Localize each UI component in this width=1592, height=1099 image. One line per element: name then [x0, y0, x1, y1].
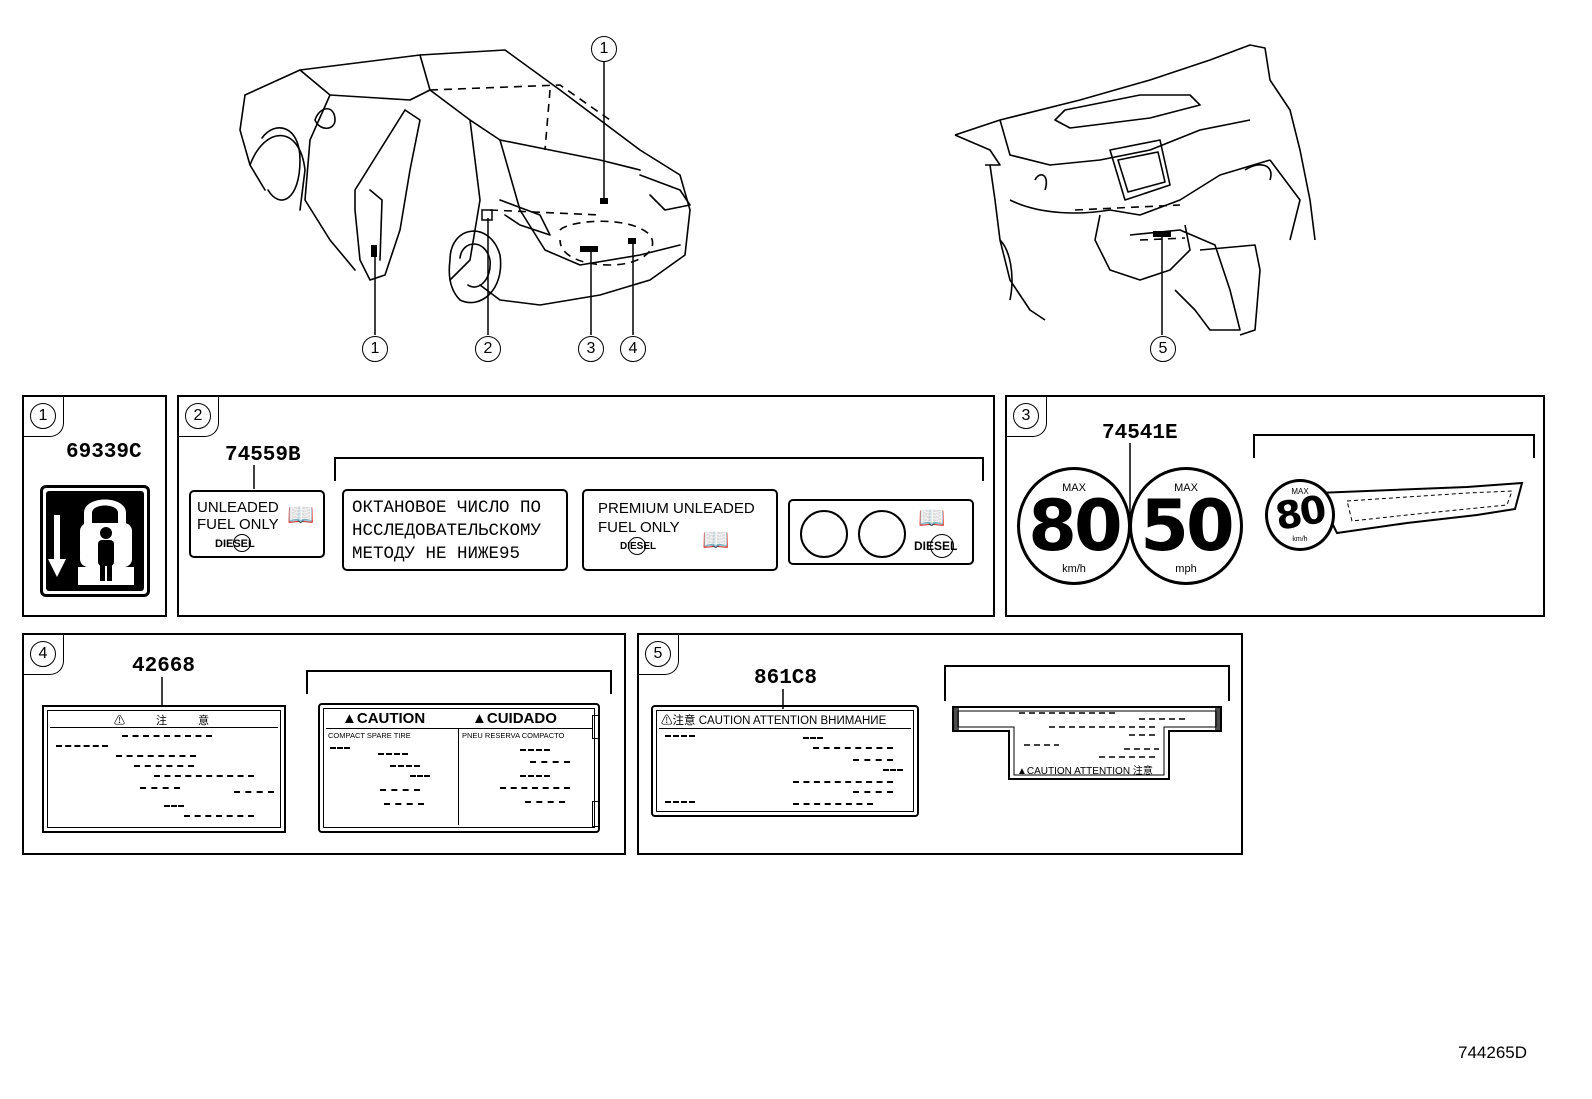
- sign-max-text: MAX: [1291, 487, 1309, 496]
- tray-caution-text: ▲CAUTION ATTENTION 注意: [1017, 766, 1153, 777]
- sign-unit-text: mph: [1175, 563, 1197, 575]
- diesel-prohibited-icon: [233, 534, 251, 552]
- panel-2: 2 74559B UNLEADED FUEL ONLY 📖 DIESEL ОКТ…: [177, 395, 995, 617]
- sign-unit-text: km/h: [1062, 563, 1086, 575]
- panel-2-bracket: [334, 457, 984, 481]
- sign-speed-value: 80: [1028, 485, 1122, 567]
- book-icon: 📖: [918, 505, 946, 530]
- panel-3-bracket: [1253, 434, 1535, 458]
- jp-header: ⚠ 注 意: [114, 715, 224, 727]
- fuel-label-unleaded: UNLEADED FUEL ONLY 📖 DIESEL: [189, 490, 325, 558]
- speed-sign-kmh: MAX 80 km/h: [1017, 467, 1131, 585]
- callout-5: 5: [1150, 336, 1176, 362]
- callout-4: 4: [620, 336, 646, 362]
- label-line-1: UNLEADED: [197, 499, 279, 516]
- fuel-label-premium: PREMIUM UNLEADED FUEL ONLY 📖 DIESEL: [582, 489, 778, 571]
- panel-2-leader: [253, 465, 255, 489]
- callout-2: 2: [475, 336, 501, 362]
- panel-5-tab: [639, 635, 679, 675]
- panel-2-number: 2: [185, 403, 211, 429]
- spare-tire-en: COMPACT SPARE TIRE: [328, 731, 411, 740]
- panel-3-part-number: 74541E: [1102, 422, 1178, 445]
- panel-3: 3 74541E MAX 80 km/h MAX 50 mph MAX 80 k…: [1005, 395, 1545, 617]
- panel-3-leader: [1129, 443, 1131, 519]
- label-line-2: FUEL ONLY: [197, 516, 279, 533]
- premium-line-1: PREMIUM UNLEADED: [598, 500, 755, 517]
- speed-sticker-strip: [1315, 481, 1524, 535]
- fuel-label-russian: ОКТАНОВОЕ ЧИСЛО ПО НССЛЕДОВАТЕЛЬСКОМУ МЕ…: [342, 489, 568, 571]
- fuel-label-blank: 📖 DIESEL: [788, 499, 974, 565]
- caution-label-english-spanish: ▲CAUTION ▲CUIDADO COMPACT SPARE TIRE PNE…: [318, 703, 600, 833]
- russian-line-1: ОКТАНОВОЕ ЧИСЛО ПО: [352, 498, 542, 518]
- warning-triangle-icon: ▲: [342, 710, 357, 727]
- panel-4-tab: [24, 635, 64, 675]
- child-lock-label: [40, 485, 150, 597]
- diesel-prohibited-icon: [628, 537, 646, 555]
- panel-5-part-number: 861C8: [754, 667, 818, 690]
- caution-label-tray: [952, 706, 1222, 780]
- book-icon: 📖: [287, 502, 315, 527]
- speed-sign-small: MAX 80 km/h: [1265, 479, 1335, 551]
- russian-octane: 95: [499, 544, 521, 564]
- diesel-prohibited-icon: [930, 534, 954, 558]
- panel-4-number: 4: [30, 641, 56, 667]
- caution-en-header: ▲CAUTION: [342, 710, 426, 727]
- sign-max-text: MAX: [1174, 482, 1198, 494]
- sign-speed-value: 50: [1140, 485, 1234, 567]
- caution-label-japanese: ⚠ 注 意: [42, 705, 286, 833]
- sign-speed-value: 80: [1272, 487, 1328, 539]
- warning-triangle-icon: ▲: [1017, 766, 1027, 777]
- panel-1-number: 1: [30, 403, 56, 429]
- panel-5: 5 861C8 ⚠注意 CAUTION ATTENTION ВНИМАНИЕ ▲…: [637, 633, 1243, 855]
- panel-3-tab: [1007, 397, 1047, 437]
- callout-3: 3: [578, 336, 604, 362]
- panel-1-part-number: 69339C: [66, 441, 142, 464]
- child-lock-icon: [48, 499, 134, 585]
- russian-line-2: НССЛЕДОВАТЕЛЬСКОМУ: [352, 521, 542, 541]
- spare-tire-es: PNEU RESERVA COMPACTO: [462, 731, 565, 740]
- blank-circle-1: [800, 510, 848, 558]
- russian-line-3: МЕТОДУ НЕ НИЖЕ: [352, 544, 500, 564]
- panel-4: 4 42668 ⚠ 注 意 ▲CAUTION ▲CUIDADO COMPACT …: [22, 633, 626, 855]
- speed-sign-mph: MAX 50 mph: [1129, 467, 1243, 585]
- book-icon: 📖: [702, 527, 730, 552]
- panel-4-leader: [161, 677, 163, 705]
- panel-1-tab: [24, 397, 64, 437]
- caution-label-multilingual: ⚠注意 CAUTION ATTENTION ВНИМАНИЕ: [651, 705, 919, 817]
- panel-3-number: 3: [1013, 403, 1039, 429]
- diagram-id: 744265D: [1458, 1043, 1528, 1062]
- warning-triangle-icon: ⚠: [661, 715, 673, 727]
- blank-circle-2: [858, 510, 906, 558]
- caution-multilingual-header: ⚠注意 CAUTION ATTENTION ВНИМАНИЕ: [661, 715, 887, 727]
- panel-4-bracket: [306, 670, 612, 694]
- sign-max-text: MAX: [1062, 482, 1086, 494]
- callout-1-top: 1: [591, 36, 617, 62]
- premium-line-2: FUEL ONLY: [598, 519, 680, 536]
- warning-triangle-icon: ▲: [472, 710, 487, 727]
- panel-1: 1 69339C: [22, 395, 167, 617]
- sign-unit-text: km/h: [1292, 536, 1308, 543]
- panel-2-tab: [179, 397, 219, 437]
- panel-5-bracket: [944, 665, 1230, 701]
- panel-2-part-number: 74559B: [225, 444, 301, 467]
- callout-1: 1: [362, 336, 388, 362]
- panel-5-number: 5: [645, 641, 671, 667]
- caution-es-header: ▲CUIDADO: [472, 710, 557, 727]
- panel-4-part-number: 42668: [132, 655, 196, 678]
